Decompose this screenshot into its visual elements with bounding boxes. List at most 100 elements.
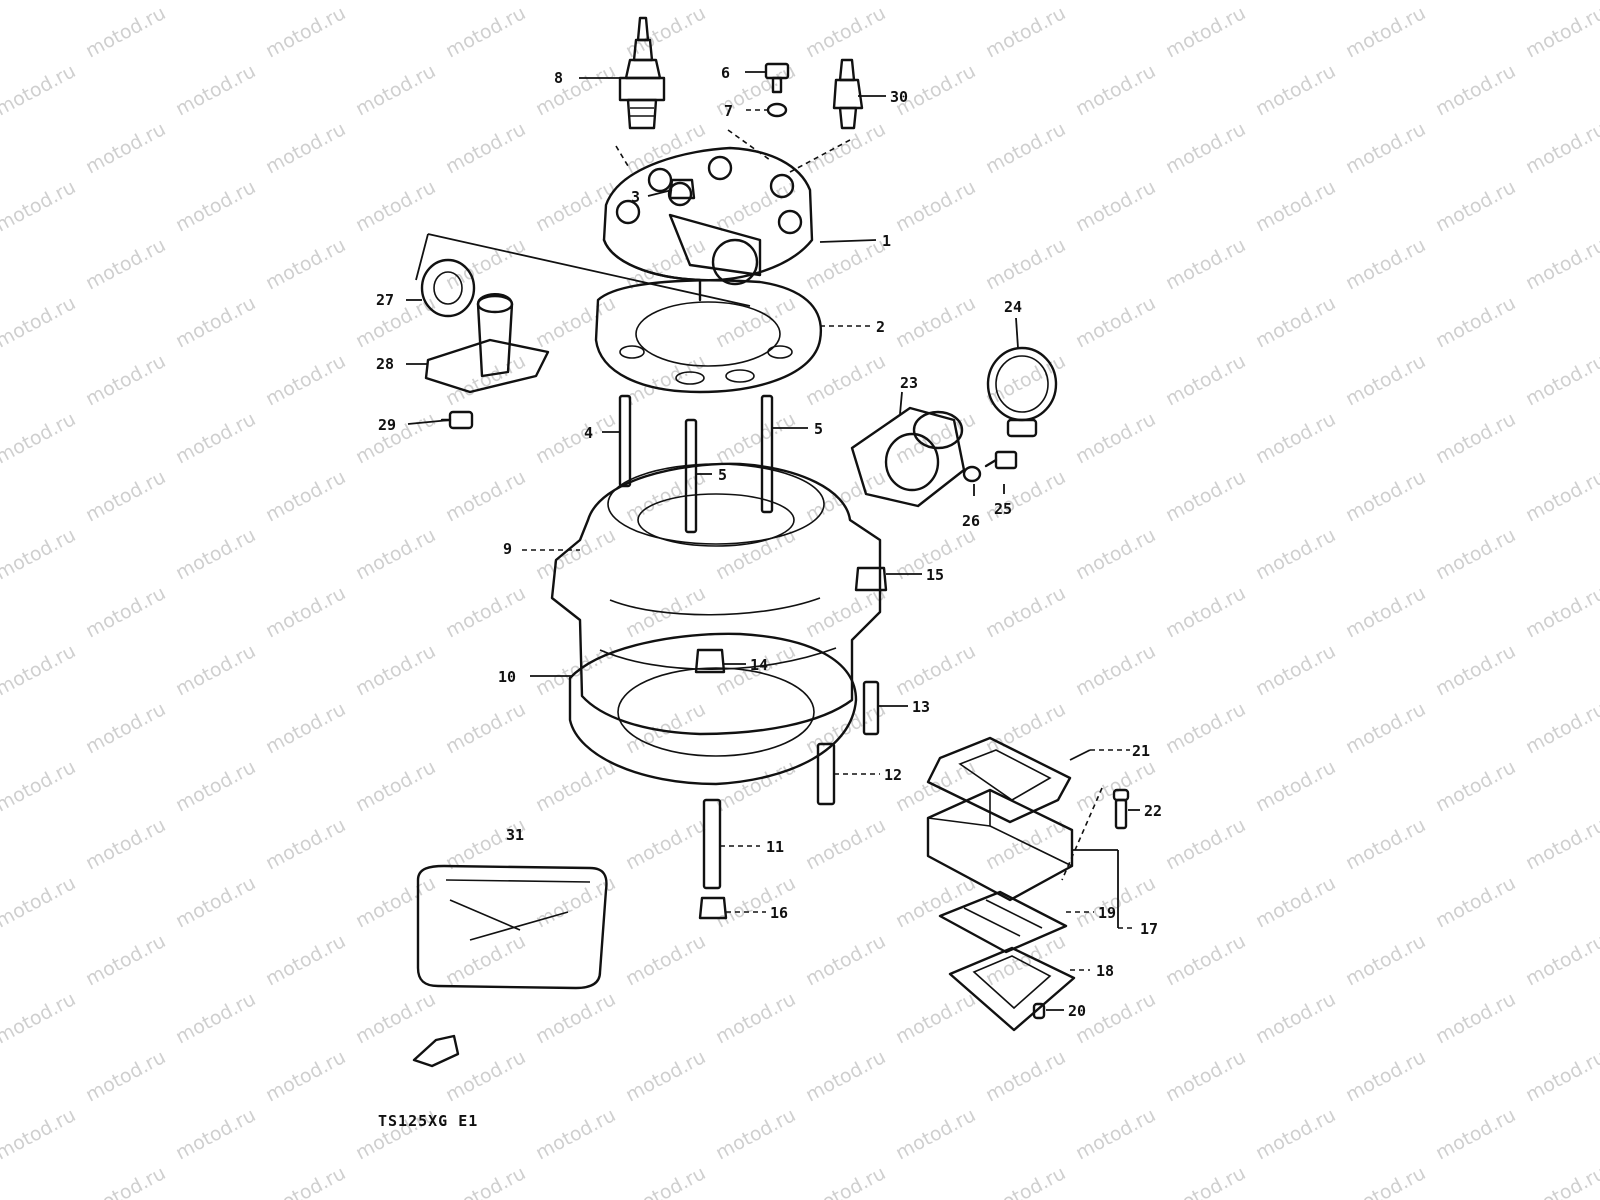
watermark-text: motod.ru [802,1162,889,1200]
watermark-text: motod.ru [352,640,439,700]
watermark-text: motod.ru [1342,930,1429,990]
watermark-text: motod.ru [892,988,979,1048]
watermark-text: motod.ru [532,756,619,816]
callout-14: 14 [750,656,768,674]
watermark-text: motod.ru [262,582,349,642]
intake-clamp [986,346,1058,438]
watermark-text: motod.ru [622,814,709,874]
watermark-text: motod.ru [892,292,979,352]
watermark-text: motod.ru [1072,640,1159,700]
watermark-text: motod.ru [802,814,889,874]
watermark-text: motod.ru [262,118,349,178]
base-nut [694,648,726,674]
watermark-text: motod.ru [172,640,259,700]
watermark-text: motod.ru [532,0,619,4]
watermark-text: motod.ru [1342,118,1429,178]
watermark-text: motod.ru [802,350,889,410]
watermark-text: motod.ru [712,0,799,4]
watermark-text: motod.ru [1252,176,1339,236]
callout-12: 12 [884,766,902,784]
watermark-text: motod.ru [1342,582,1429,642]
watermark-text: motod.ru [1432,524,1519,584]
watermark-text: motod.ru [0,756,79,816]
watermark-text: motod.ru [712,988,799,1048]
watermark-text: motod.ru [892,640,979,700]
watermark-text: motod.ru [532,408,619,468]
watermark-text: motod.ru [1072,408,1159,468]
watermark-text: motod.ru [982,234,1069,294]
watermark-text: motod.ru [802,1046,889,1106]
callout-6: 6 [721,64,730,82]
watermark-text: motod.ru [172,524,259,584]
watermark-text: motod.ru [1162,234,1249,294]
callout-7: 7 [724,102,733,120]
callout-19: 19 [1098,904,1116,922]
watermark-text: motod.ru [1072,176,1159,236]
watermark-text: motod.ru [0,872,79,932]
watermark-text: motod.ru [172,756,259,816]
watermark-text: motod.ru [1522,350,1600,410]
watermark-text: motod.ru [1432,988,1519,1048]
callout-13: 13 [912,698,930,716]
watermark-text: motod.ru [712,1104,799,1164]
watermark-text: motod.ru [712,756,799,816]
cylinder-head [602,146,814,302]
callout-28: 28 [376,355,394,373]
watermark-text: motod.ru [1522,118,1600,178]
gasket-set [416,864,608,990]
watermark-text: motod.ru [1432,756,1519,816]
watermark-text: motod.ru [1162,582,1249,642]
watermark-text: motod.ru [172,176,259,236]
watermark-text: motod.ru [1252,292,1339,352]
watermark-text: motod.ru [0,408,79,468]
callout-8: 8 [554,69,563,87]
callout-29: 29 [378,416,396,434]
watermark-text: motod.ru [442,698,529,758]
watermark-text: motod.ru [262,930,349,990]
head-bolt [764,62,790,94]
watermark-text: motod.ru [1522,466,1600,526]
watermark-text: motod.ru [1342,466,1429,526]
watermark-text: motod.ru [442,582,529,642]
watermark-text: motod.ru [802,930,889,990]
watermark-text: motod.ru [262,466,349,526]
watermark-text: motod.ru [1522,814,1600,874]
watermark-text: motod.ru [82,118,169,178]
watermark-text: motod.ru [1342,2,1429,62]
watermark-text: motod.ru [172,60,259,120]
watermark-text: motod.ru [0,988,79,1048]
watermark-text: motod.ru [262,350,349,410]
callout-31: 31 [506,826,524,844]
watermark-text: motod.ru [1432,1104,1519,1164]
watermark-text: motod.ru [622,1162,709,1200]
watermark-text: motod.ru [1432,872,1519,932]
watermark-text: motod.ru [352,988,439,1048]
diagram-code: TS125XG E1 [378,1112,478,1130]
watermark-text: motod.ru [892,1104,979,1164]
watermark-text: motod.ru [1342,350,1429,410]
watermark-text: motod.ru [622,1046,709,1106]
watermark-text: motod.ru [1522,582,1600,642]
watermark-text: motod.ru [262,698,349,758]
watermark-text: motod.ru [802,2,889,62]
callout-9: 9 [503,540,512,558]
washer [766,102,788,118]
reed-valve-plate [938,890,1068,954]
watermark-text: motod.ru [172,0,259,4]
watermark-text: motod.ru [1162,466,1249,526]
watermark-text: motod.ru [0,1104,79,1164]
reed-valve-stopper [948,946,1076,1032]
watermark-text: motod.ru [712,176,799,236]
head-gasket [594,279,823,394]
reed-bolt [1112,788,1130,830]
watermark-text: motod.ru [1162,814,1249,874]
watermark-text: motod.ru [82,582,169,642]
watermark-text: motod.ru [1432,408,1519,468]
callout-11: 11 [766,838,784,856]
callout-22: 22 [1144,802,1162,820]
watermark-text: motod.ru [1252,408,1339,468]
watermark-text: motod.ru [82,1162,169,1200]
watermark-text: motod.ru [982,2,1069,62]
watermark-text: motod.ru [442,234,529,294]
